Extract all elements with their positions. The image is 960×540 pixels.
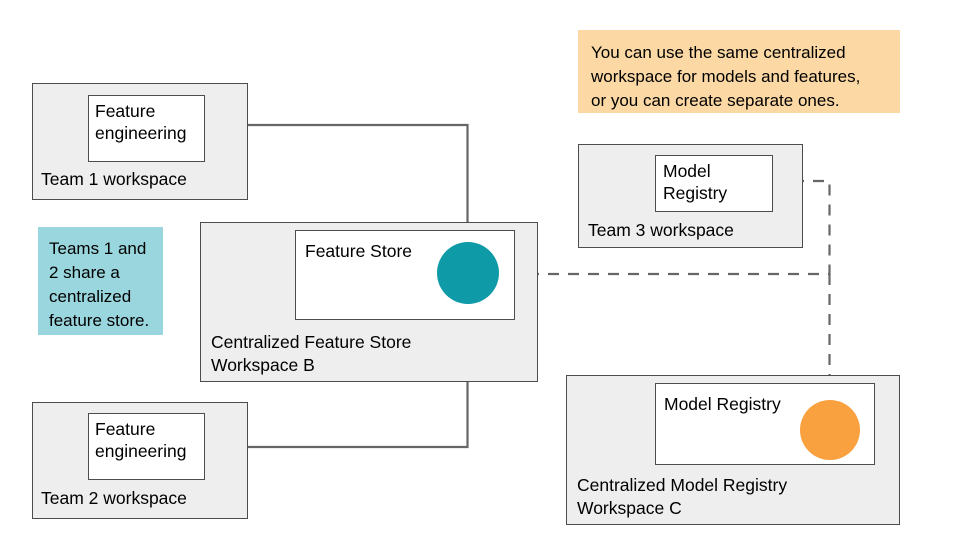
note-feature-store: Teams 1 and 2 share a centralized featur… xyxy=(38,227,163,335)
label-feature-store: Feature Store xyxy=(305,241,412,261)
feature-store-circle[interactable] xyxy=(437,242,499,304)
label-model-registry: Model Registry xyxy=(664,394,781,414)
label-team-2-workspace: Team 2 workspace xyxy=(41,488,187,508)
label-team-3-model-registry: Model Registry xyxy=(663,161,728,203)
label-centralized-model-registry-workspace: Centralized Model Registry Workspace C xyxy=(577,475,788,518)
note-model-registry: You can use the same centralized workspa… xyxy=(578,30,900,113)
label-team-2-feature-engineering: Feature engineering xyxy=(95,419,187,461)
box-team-1-feature-engineering[interactable] xyxy=(88,95,205,162)
box-team-2-feature-engineering[interactable] xyxy=(88,413,205,480)
box-team-3-model-registry[interactable] xyxy=(655,155,773,212)
label-centralized-feature-store-workspace: Centralized Feature Store Workspace B xyxy=(211,332,412,375)
model-registry-circle[interactable] xyxy=(800,400,860,460)
label-team-3-workspace: Team 3 workspace xyxy=(588,220,734,240)
label-team-1-feature-engineering: Feature engineering xyxy=(95,101,187,143)
label-team-1-workspace: Team 1 workspace xyxy=(41,169,187,189)
